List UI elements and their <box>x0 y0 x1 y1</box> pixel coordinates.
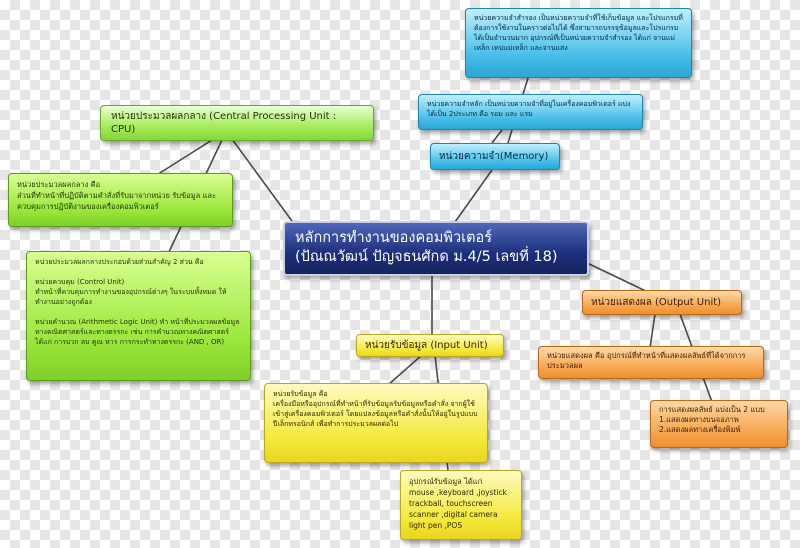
output-types-text: การแสดงผลลัพธ์ แบ่งเป็น 2 แบบ 1.แสดงผลทา… <box>659 405 765 434</box>
cpu-parts-text: หน่วยประมวลผลกลางประกอบด้วยส่วนสำคัญ 2 ส… <box>35 258 240 346</box>
input-title-node[interactable]: หน่วยรับข้อมูล (Input Unit) <box>356 334 504 357</box>
output-title: หน่วยแสดงผล (Output Unit) <box>591 297 722 308</box>
cpu-title-node[interactable]: หน่วยประมวลผลกลาง (Central Processing Un… <box>100 105 374 141</box>
input-description-node[interactable]: หน่วยรับข้อมูล คือ เครื่องมือหรืออุปกรณ์… <box>264 383 488 463</box>
cpu-title: หน่วยประมวลผลกลาง (Central Processing Un… <box>111 111 337 135</box>
cpu-parts-node[interactable]: หน่วยประมวลผลกลางประกอบด้วยส่วนสำคัญ 2 ส… <box>26 251 251 381</box>
output-description: หน่วยแสดงผล คือ อุปกรณ์ที่ทำหน้าที่แสดงผ… <box>547 351 746 370</box>
link-cpu-desc <box>151 139 213 179</box>
input-description: หน่วยรับข้อมูล คือ เครื่องมือหรืออุปกรณ์… <box>273 390 478 428</box>
output-description-node[interactable]: หน่วยแสดงผล คือ อุปกรณ์ที่ทำหน้าที่แสดงผ… <box>538 346 764 379</box>
link-center-output <box>584 261 651 294</box>
memory-main-node[interactable]: หน่วยความจำหลัก เป็นหน่วยความจำที่อยู่ใน… <box>418 94 643 130</box>
output-title-node[interactable]: หน่วยแสดงผล (Output Unit) <box>582 290 742 315</box>
memory-secondary-text: หน่วยความจำสำรอง เป็นหน่วยความจำที่ใช้เก… <box>474 14 683 52</box>
input-devices-node[interactable]: อุปกรณ์รับข้อมูล ได้แก่ mouse ,keyboard … <box>400 470 522 540</box>
link-center-cpu <box>231 138 301 233</box>
memory-title-node[interactable]: หน่วยความจำ(Memory) <box>430 143 560 170</box>
memory-main-text: หน่วยความจำหลัก เป็นหน่วยความจำที่อยู่ใน… <box>427 100 631 118</box>
link-output-desc <box>649 313 656 349</box>
input-title: หน่วยรับข้อมูล (Input Unit) <box>365 340 488 351</box>
link-center-memory <box>454 169 493 223</box>
cpu-description-node[interactable]: หน่วยประมวลผลกลาง คือ ส่วนที่ทำหน้าที่ปฏ… <box>8 173 233 227</box>
central-topic-node[interactable]: หลักการทำงานของคอมพิวเตอร์ (ปัณณวัฒน์ ปั… <box>283 221 589 276</box>
output-types-node[interactable]: การแสดงผลลัพธ์ แบ่งเป็น 2 แบบ 1.แสดงผลทา… <box>650 400 788 448</box>
link-memory-main <box>491 129 503 144</box>
memory-title: หน่วยความจำ(Memory) <box>439 151 549 162</box>
memory-secondary-node[interactable]: หน่วยความจำสำรอง เป็นหน่วยความจำที่ใช้เก… <box>465 8 692 78</box>
central-topic-title: หลักการทำงานของคอมพิวเตอร์ <box>295 230 493 246</box>
link-input-desc <box>387 354 423 386</box>
input-devices-text: อุปกรณ์รับข้อมูล ได้แก่ mouse ,keyboard … <box>409 477 508 530</box>
central-topic-subtitle: (ปัณณวัฒน์ ปัญจธนศักด ม.4/5 เลขที่ 18) <box>295 249 558 265</box>
cpu-description: หน่วยประมวลผลกลาง คือ ส่วนที่ทำหน้าที่ปฏ… <box>17 180 217 211</box>
